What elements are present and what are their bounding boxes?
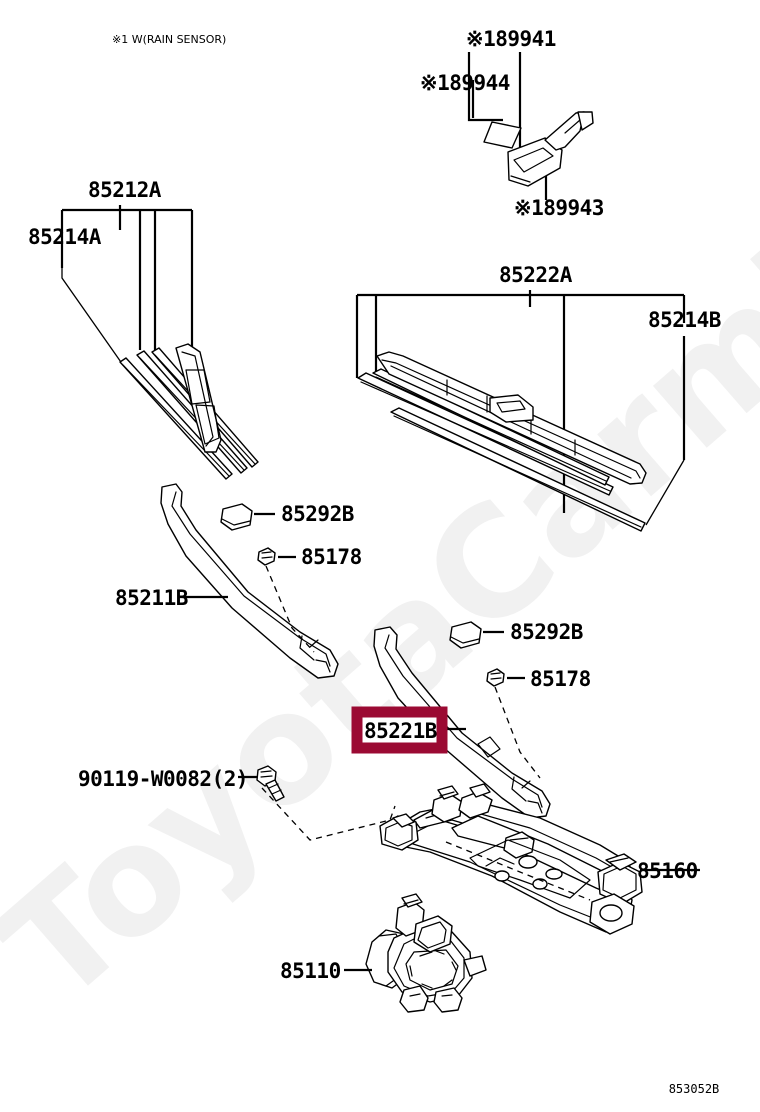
label-89943: ※189943 <box>514 196 604 220</box>
label-85214A: 85214A <box>28 225 102 249</box>
label-89941: ※189941 <box>466 27 556 51</box>
key-fob-group: ※189941 ※189944 ※189943 <box>420 27 604 220</box>
left-blade-group: 85212A 85214A <box>28 178 259 480</box>
wiper-motor-group: 85110 <box>280 893 487 1013</box>
label-85211B: 85211B <box>115 586 188 610</box>
diagram-code: 853052B <box>669 1082 720 1096</box>
label-90119: 90119-W0082(2) <box>78 767 248 791</box>
label-85214B: 85214B <box>648 308 721 332</box>
rain-sensor-note: ※1 W(RAIN SENSOR) <box>112 33 226 46</box>
right-wiper-arm-group: 85292B 85178 85221B <box>351 620 591 819</box>
right-blade-group: 85222A 85214B <box>355 263 721 532</box>
bolt-group: 90119-W0082(2) <box>78 765 396 841</box>
left-wiper-arm-group: 85292B 85178 85211B <box>115 483 362 679</box>
label-85292B-left: 85292B <box>281 502 354 526</box>
label-85178-right: 85178 <box>530 667 591 691</box>
label-85292B-right: 85292B <box>510 620 583 644</box>
label-85221B: 85221B <box>364 719 437 743</box>
label-85178-left: 85178 <box>301 545 362 569</box>
label-85110: 85110 <box>280 959 341 983</box>
label-85222A: 85222A <box>499 263 573 287</box>
label-89944: ※189944 <box>420 71 510 95</box>
label-85212A: 85212A <box>88 178 162 202</box>
highlight-box-85221B <box>351 706 448 754</box>
wiper-link-group: 85160 <box>379 783 700 935</box>
label-85160: 85160 <box>637 859 698 883</box>
